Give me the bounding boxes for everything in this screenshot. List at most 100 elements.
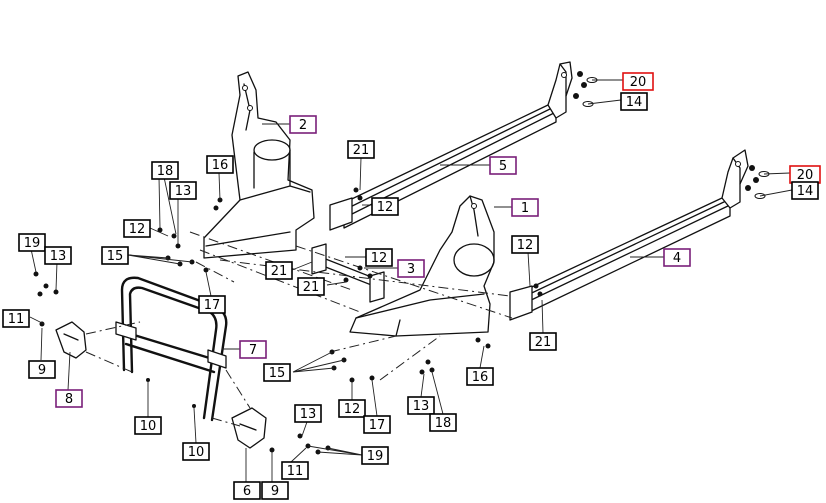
callout-7: 7 — [239, 340, 267, 359]
callout-box — [397, 259, 425, 278]
callout-17: 17 — [363, 415, 391, 434]
callout-number: 21 — [271, 264, 288, 279]
callout-box — [182, 442, 210, 461]
callout-box — [663, 248, 691, 267]
callout-number: 20 — [630, 75, 647, 90]
callout-number: 14 — [626, 95, 643, 110]
callout-number: 13 — [50, 249, 67, 264]
callout-number: 21 — [535, 335, 552, 350]
part-6-bracket — [231, 407, 267, 449]
callout-box — [28, 360, 56, 379]
callout-number: 17 — [369, 418, 386, 433]
callout-number: 18 — [435, 416, 452, 431]
callout-box — [371, 197, 399, 216]
callout-box — [263, 363, 291, 382]
callout-number: 17 — [204, 298, 221, 313]
callout-number: 4 — [673, 251, 681, 266]
callout-box — [294, 404, 322, 423]
callout-box — [297, 277, 325, 296]
callout-14: 14 — [791, 181, 819, 200]
callout-box — [466, 367, 494, 386]
callout-box — [529, 332, 557, 351]
callout-13: 13 — [44, 246, 72, 265]
callout-box — [620, 92, 648, 111]
callout-10: 10 — [134, 416, 162, 435]
callout-box — [44, 246, 72, 265]
callout-number: 16 — [472, 370, 489, 385]
callout-13: 13 — [407, 396, 435, 415]
callout-number: 11 — [8, 312, 25, 327]
leader-lines — [29, 79, 793, 482]
callout-number: 13 — [175, 184, 192, 199]
callout-15: 15 — [263, 363, 291, 382]
callout-number: 21 — [353, 143, 370, 158]
callout-box — [206, 155, 234, 174]
callout-box — [289, 115, 317, 134]
callout-number: 20 — [797, 168, 814, 183]
callout-box — [338, 399, 366, 418]
callout-box — [281, 461, 309, 480]
callout-box — [511, 198, 539, 217]
callout-number: 5 — [499, 159, 507, 174]
callout-box — [233, 481, 261, 500]
callout-number: 12 — [517, 238, 534, 253]
callout-12: 12 — [371, 197, 399, 216]
callout-number: 1 — [521, 201, 529, 216]
callout-box — [365, 248, 393, 267]
callout-number: 12 — [377, 200, 394, 215]
callout-box — [622, 72, 654, 91]
part-4-lower-rail — [509, 149, 749, 321]
part-7-push-bar — [115, 276, 228, 422]
callout-number: 2 — [299, 118, 307, 133]
callout-number: 9 — [38, 363, 46, 378]
callout-box — [265, 261, 293, 280]
callout-number: 10 — [140, 419, 157, 434]
part-3-cross-shaft — [311, 243, 385, 303]
part-8-bracket — [55, 321, 87, 359]
callout-17: 17 — [198, 295, 226, 314]
callout-21: 21 — [297, 277, 325, 296]
callout-box — [123, 219, 151, 238]
callout-18: 18 — [151, 161, 179, 180]
callout-box — [101, 246, 129, 265]
callout-6: 6 — [233, 481, 261, 500]
callout-number: 15 — [269, 366, 286, 381]
callout-number: 3 — [407, 262, 415, 277]
part-5-upper-rail — [329, 61, 573, 231]
callout-number: 15 — [107, 249, 124, 264]
callout-20: 20 — [789, 165, 821, 184]
callout-11: 11 — [2, 309, 30, 328]
callout-19: 19 — [18, 233, 46, 252]
part-1-right-bracket — [349, 195, 495, 337]
callout-number: 10 — [188, 445, 205, 460]
callout-number: 13 — [413, 399, 430, 414]
callout-box — [239, 340, 267, 359]
callout-4: 4 — [663, 248, 691, 267]
callout-number: 13 — [300, 407, 317, 422]
callout-box — [261, 481, 289, 500]
callout-12: 12 — [365, 248, 393, 267]
callout-12: 12 — [511, 235, 539, 254]
callout-9: 9 — [28, 360, 56, 379]
callout-box — [347, 140, 375, 159]
callout-15: 15 — [101, 246, 129, 265]
callout-5: 5 — [489, 156, 517, 175]
callout-12: 12 — [123, 219, 151, 238]
callout-1: 1 — [511, 198, 539, 217]
callout-number: 11 — [287, 464, 304, 479]
callout-21: 21 — [347, 140, 375, 159]
callout-21: 21 — [265, 261, 293, 280]
callout-box — [791, 181, 819, 200]
callout-2: 2 — [289, 115, 317, 134]
callout-8: 8 — [55, 389, 83, 408]
callout-number: 19 — [367, 449, 384, 464]
callout-number: 12 — [344, 402, 361, 417]
callout-13: 13 — [294, 404, 322, 423]
callout-21: 21 — [529, 332, 557, 351]
callout-16: 16 — [206, 155, 234, 174]
callout-number: 8 — [65, 392, 73, 407]
callout-20: 20 — [622, 72, 654, 91]
callout-11: 11 — [281, 461, 309, 480]
callout-number: 21 — [303, 280, 320, 295]
